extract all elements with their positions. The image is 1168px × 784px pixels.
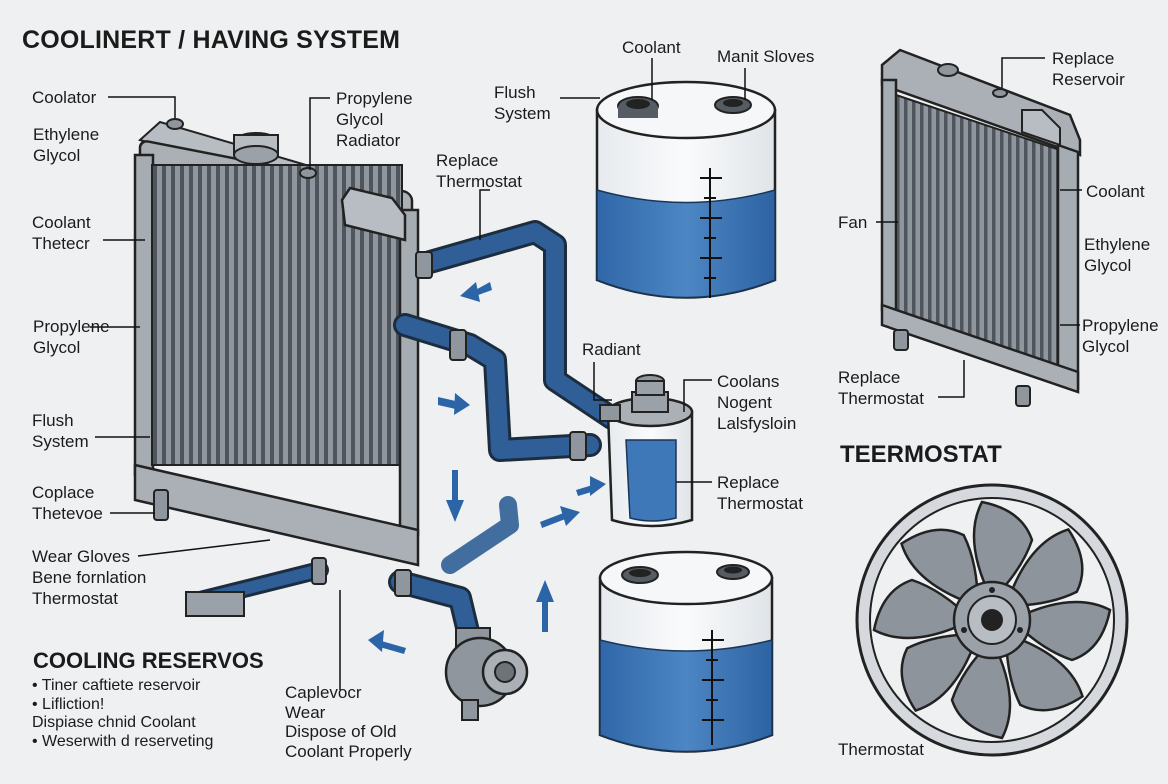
label-coplace-thetevoe: Coplace Thetevoe <box>32 483 103 523</box>
note-item: Dispiase chnid Coolant <box>32 714 196 731</box>
label-coolant-right: Coolant <box>1086 182 1145 201</box>
label-ethylene-glycol-left: Ethylene Glycol <box>33 125 100 165</box>
label-thermostat-bottom: Thermostat <box>838 740 924 759</box>
diagram-title: COOLINERT / HAVING SYSTEM <box>22 26 401 54</box>
radiator-icon <box>133 118 420 567</box>
label-replace-reservoir: Replace Reservoir <box>1052 49 1125 89</box>
reservoir-notes: • Tiner caftiete reservoir • Lifliction!… <box>32 677 213 751</box>
label-wear-gloves: Wear Gloves Bene fornlation Thermostat <box>32 547 147 608</box>
label-replace-thermostat-mid: Replace Thermostat <box>717 473 803 513</box>
label-ethylene-glycol-right: Ethylene Glycol <box>1084 235 1151 275</box>
label-propylene-glycol-radiator: Propylene Glycol Radiator <box>336 89 413 150</box>
water-pump-icon <box>444 627 529 721</box>
reservoir-icon <box>595 80 777 299</box>
label-flush-system-top: Flush System <box>494 83 551 123</box>
note-item: • Lifliction! <box>32 695 105 713</box>
fan-icon <box>855 483 1129 757</box>
label-propylene-glycol-left: Propylene Glycol <box>33 317 110 357</box>
label-fan: Fan <box>838 213 868 232</box>
hose-icon <box>191 220 624 652</box>
label-manit-sloves: Manit Sloves <box>717 47 815 66</box>
radiator-icon <box>880 48 1082 407</box>
label-coolant-thetecr: Coolant Thetecr <box>32 213 91 253</box>
thermostat-heading: TEERMOSTAT <box>840 441 1002 468</box>
thermostat-housing-icon <box>599 374 694 528</box>
flow-arrow-icon <box>368 282 606 654</box>
note-item: • Tiner caftiete reservoir <box>32 677 201 694</box>
label-coolans-nogent: Coolans Nogent Lalsfysloin <box>717 372 797 433</box>
label-radiant: Radiant <box>582 340 641 359</box>
label-replace-thermostat-right: Replace Thermostat <box>838 368 924 408</box>
note-item: • Weserwith d reserveting <box>32 732 214 750</box>
label-flush-system-left: Flush System <box>32 411 89 451</box>
label-caplevocr: Caplevocr Wear Dispose of Old Coolant Pr… <box>285 683 412 761</box>
label-replace-thermostat-top: Replace Thermostat <box>436 151 522 191</box>
cooling-reservoirs-heading: COOLING RESERVOS <box>33 648 264 673</box>
label-coolator: Coolator <box>32 88 97 107</box>
reservoir-icon <box>598 550 774 753</box>
label-propylene-glycol-right: Propylene Glycol <box>1082 316 1159 356</box>
label-coolant-top: Coolant <box>622 38 681 57</box>
